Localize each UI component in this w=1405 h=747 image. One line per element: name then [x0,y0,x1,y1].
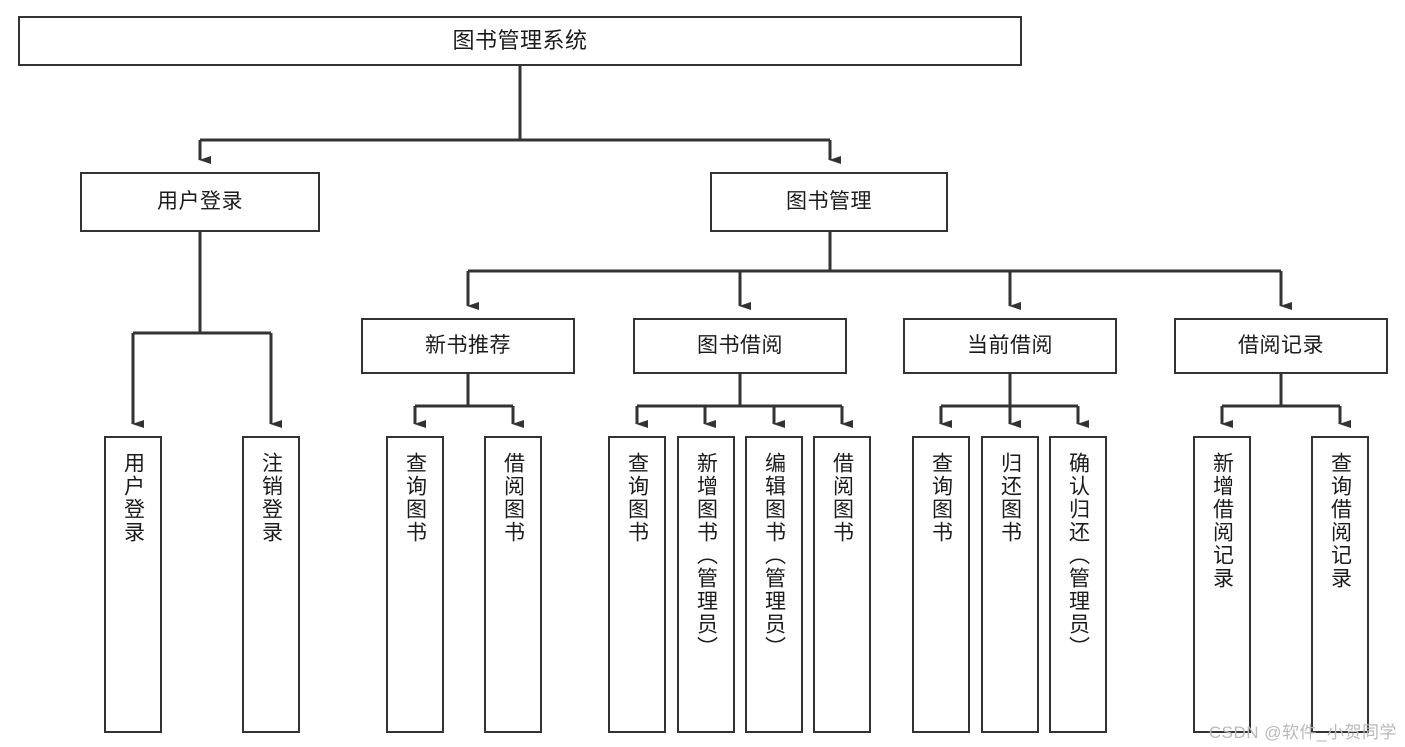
leaf-user-login-signout[interactable]: 注销登录 [242,436,300,733]
node-label: 查询图书 [625,452,649,544]
node-label: 用户登录 [157,190,243,214]
leaf-user-login-signin[interactable]: 用户登录 [104,436,162,733]
leaf-borrow-add-book-admin[interactable]: 新增图书（管理员） [677,436,735,733]
node-label: 查询图书 [403,452,427,544]
watermark-text: CSDN @软件_小贺同学 [1208,723,1397,742]
leaf-borrow-edit-book-admin[interactable]: 编辑图书（管理员） [745,436,803,733]
node-label: 注销登录 [259,452,283,544]
node-new-book-recommend[interactable]: 新书推荐 [361,318,575,374]
node-label: 图书管理 [786,190,872,214]
node-label: 借阅记录 [1238,334,1324,358]
node-label: 图书借阅 [697,334,783,358]
node-label: 新增图书（管理员） [694,452,718,659]
node-label: 新书推荐 [425,334,511,358]
leaf-record-add-record[interactable]: 新增借阅记录 [1193,436,1251,733]
node-book-borrow[interactable]: 图书借阅 [633,318,847,374]
node-borrow-record[interactable]: 借阅记录 [1174,318,1388,374]
leaf-current-confirm-return-admin[interactable]: 确认归还（管理员） [1049,436,1107,733]
node-label: 当前借阅 [967,334,1053,358]
node-root-system[interactable]: 图书管理系统 [18,16,1022,66]
leaf-record-query-record[interactable]: 查询借阅记录 [1311,436,1369,733]
leaf-current-query-book[interactable]: 查询图书 [912,436,970,733]
leaf-recommend-query-book[interactable]: 查询图书 [386,436,444,733]
node-book-management[interactable]: 图书管理 [710,172,948,232]
node-user-login[interactable]: 用户登录 [80,172,320,232]
leaf-recommend-borrow-book[interactable]: 借阅图书 [484,436,542,733]
node-label: 查询借阅记录 [1328,452,1352,590]
node-current-borrow[interactable]: 当前借阅 [903,318,1117,374]
node-label: 图书管理系统 [452,27,588,53]
node-label: 借阅图书 [830,452,854,544]
node-label: 用户登录 [121,452,145,544]
node-label: 确认归还（管理员） [1066,452,1090,659]
leaf-borrow-borrow-book[interactable]: 借阅图书 [813,436,871,733]
leaf-borrow-query-book[interactable]: 查询图书 [608,436,666,733]
leaf-current-return-book[interactable]: 归还图书 [981,436,1039,733]
node-label: 编辑图书（管理员） [762,452,786,659]
node-label: 归还图书 [998,452,1022,544]
node-label: 查询图书 [929,452,953,544]
node-label: 新增借阅记录 [1210,452,1234,590]
node-label: 借阅图书 [501,452,525,544]
